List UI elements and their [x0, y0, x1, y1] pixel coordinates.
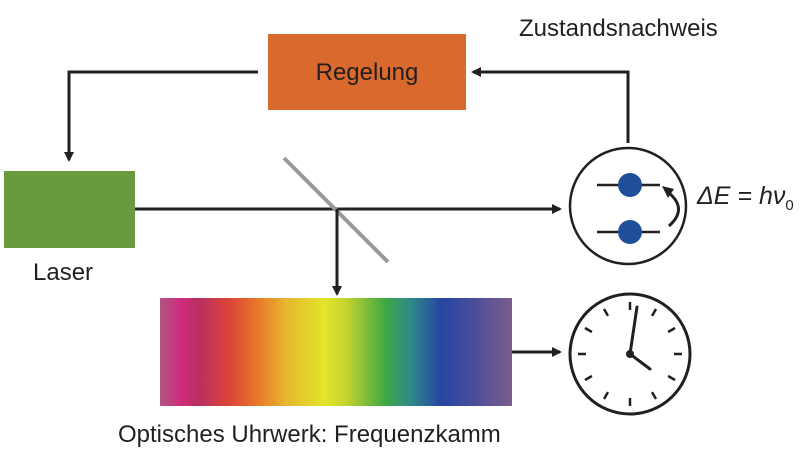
clock-tick: [650, 308, 658, 317]
clock-tick: [584, 326, 593, 334]
clock-tick: [584, 374, 593, 382]
controller-to-laser-arrow: [64, 70, 258, 162]
energy-delta: ΔE: [697, 182, 731, 210]
state-detection-label: Zustandsnachweis: [519, 15, 718, 42]
clock-tick: [667, 326, 676, 334]
controller-box: [268, 34, 466, 110]
frequency-comb-spectrum: [160, 298, 512, 406]
laser-label: Laser: [33, 259, 94, 286]
energy-subscript: 0: [785, 197, 794, 214]
clock-tick: [602, 308, 610, 317]
energy-equation: ΔE = hν0: [697, 182, 794, 214]
energy-equals: = hν: [730, 182, 786, 210]
laser-box: [4, 171, 135, 248]
clock-tick: [667, 374, 676, 382]
controller-label: Regelung: [316, 59, 419, 86]
detection-to-controller-arrow: [471, 67, 630, 143]
clock-icon: [568, 292, 692, 416]
clock-tick: [602, 391, 610, 400]
two-level-atom-icon: [568, 146, 688, 266]
clock-tick: [650, 391, 658, 400]
clockwork-label: Optisches Uhrwerk: Frequenzkamm: [118, 421, 501, 448]
